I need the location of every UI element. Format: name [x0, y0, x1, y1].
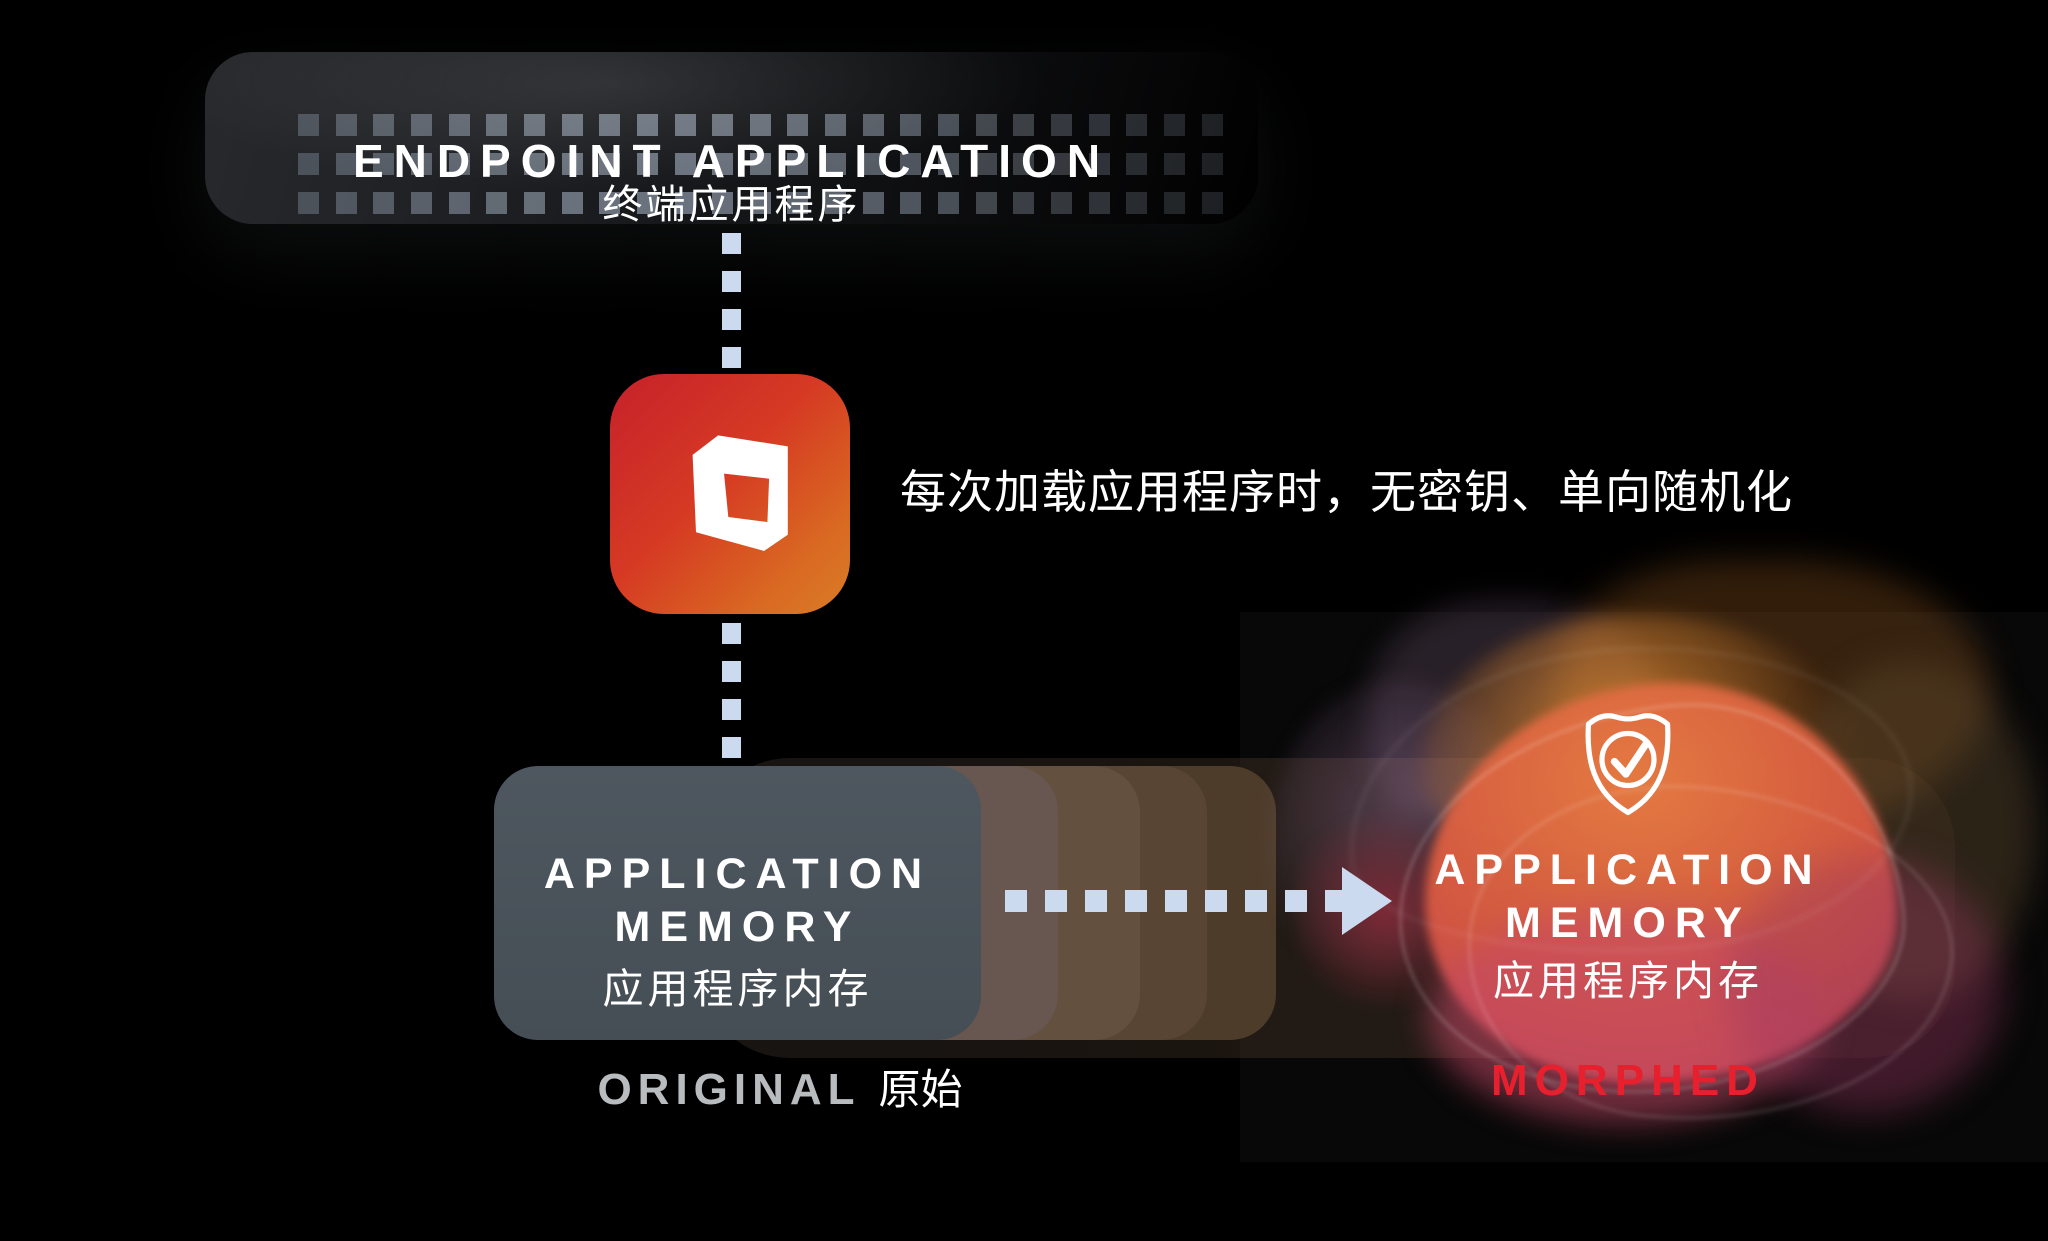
- arrow-dash: [1165, 890, 1187, 912]
- flow-dot: [722, 347, 741, 368]
- flow-dot: [722, 661, 741, 682]
- grid-dot: [900, 114, 922, 136]
- arrow-dash: [1285, 890, 1307, 912]
- grid-dot: [335, 114, 357, 136]
- arrow-dash: [1045, 890, 1067, 912]
- endpoint-application-banner: ENDPOINT APPLICATION 终端应用程序: [205, 52, 1258, 224]
- arrow-dash: [1125, 890, 1147, 912]
- morphed-subtitle-zh: 应用程序内存: [1493, 958, 1763, 1004]
- original-box-subtitle-zh: 应用程序内存: [602, 966, 873, 1012]
- blob-layer: [1428, 908, 1823, 1123]
- randomization-annotation: 每次加载应用程序时，无密钥、单向随机化: [900, 467, 1793, 518]
- arrow-dash: [1005, 890, 1027, 912]
- grid-dot: [938, 114, 960, 136]
- shield-check-icon: [1585, 713, 1671, 816]
- flow-dot: [722, 271, 741, 292]
- grid-dot: [674, 114, 696, 136]
- flow-dot: [722, 623, 741, 644]
- grid-dot: [373, 114, 395, 136]
- grid-dot: [787, 114, 809, 136]
- grid-dot: [561, 114, 583, 136]
- morphed-title-line1: APPLICATION: [1434, 846, 1822, 894]
- arrow-dash: [1205, 890, 1227, 912]
- arrow-dash: [1245, 890, 1267, 912]
- grid-dot: [1201, 114, 1223, 136]
- flow-dot: [722, 309, 741, 330]
- grid-dot: [448, 114, 470, 136]
- arrow-head: [1342, 867, 1392, 935]
- grid-dot: [599, 114, 621, 136]
- original-box-title-line2: MEMORY: [614, 903, 861, 951]
- banner-title: ENDPOINT APPLICATION: [352, 135, 1111, 187]
- grid-dot: [1126, 114, 1148, 136]
- grid-dot: [636, 114, 658, 136]
- flow-dot: [722, 233, 741, 254]
- original-caption-zh: 原始: [878, 1068, 963, 1114]
- original-caption: ORIGINAL 原始: [560, 1056, 1000, 1117]
- blob-layer: [1728, 858, 2003, 1113]
- morphisec-cube-icon: [610, 374, 850, 614]
- cube-glyph: [692, 435, 788, 551]
- morphed-memory-label: APPLICATION MEMORY 应用程序内存: [1408, 844, 1848, 1004]
- arrow-dash: [1325, 890, 1347, 912]
- banner-subtitle-zh: 终端应用程序: [602, 182, 861, 224]
- original-box-title-line1: APPLICATION: [543, 850, 932, 898]
- grid-dot: [1051, 114, 1072, 136]
- grid-dot: [712, 114, 734, 136]
- flow-dot: [722, 737, 741, 758]
- grid-dot: [862, 114, 884, 136]
- grid-dot: [1088, 114, 1110, 136]
- grid-dot: [749, 114, 771, 136]
- arrow-dash: [1085, 890, 1107, 912]
- grid-dot: [825, 114, 847, 136]
- original-caption-en: ORIGINAL: [597, 1065, 861, 1114]
- grid-dot: [523, 114, 545, 136]
- grid-dot: [486, 114, 508, 136]
- grid-dot: [410, 114, 432, 136]
- grid-dot: [975, 114, 997, 136]
- morphed-caption: MORPHED: [1491, 1056, 1765, 1105]
- grid-dot: [1013, 114, 1035, 136]
- grid-dot: [1163, 114, 1185, 136]
- morphed-title-line2: MEMORY: [1505, 899, 1751, 947]
- flow-dot: [722, 699, 741, 720]
- original-memory-box: APPLICATION MEMORY 应用程序内存: [494, 766, 981, 1040]
- grid-dot: [298, 114, 319, 136]
